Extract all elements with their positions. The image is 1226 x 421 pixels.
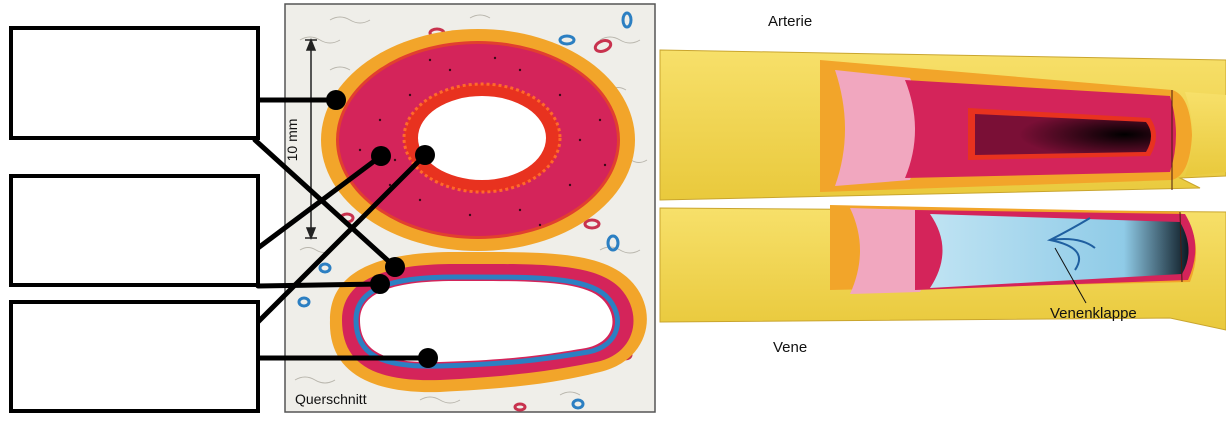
dot-artery-intima <box>415 145 435 165</box>
dot-vein-adventitia <box>385 257 405 277</box>
cross-section-panel: 10 mm Querschnitt <box>284 4 655 412</box>
artery-label: Arterie <box>768 13 812 30</box>
scale-label: 10 mm <box>284 119 300 162</box>
longitudinal-panel: Arterie Vene Venenklappe <box>660 13 1226 356</box>
vein-cross-section <box>330 252 647 392</box>
answer-box-3[interactable] <box>9 300 260 413</box>
artery-pink-layer <box>835 70 920 186</box>
dot-vein-media <box>370 274 390 294</box>
cross-section-caption: Querschnitt <box>295 391 367 407</box>
dot-artery-media <box>371 146 391 166</box>
connector-box2-vein-media <box>258 284 380 286</box>
vein-longitudinal <box>660 205 1226 330</box>
vein-label: Vene <box>773 339 807 356</box>
artery-longitudinal <box>660 50 1226 200</box>
answer-box-1[interactable] <box>9 26 260 140</box>
artery-lumen <box>418 96 546 180</box>
answer-box-2[interactable] <box>9 174 260 287</box>
artery-cross-section <box>321 29 635 251</box>
dot-vein-intima <box>418 348 438 368</box>
valve-label: Venenklappe <box>1050 305 1137 322</box>
dot-artery-adventitia <box>326 90 346 110</box>
